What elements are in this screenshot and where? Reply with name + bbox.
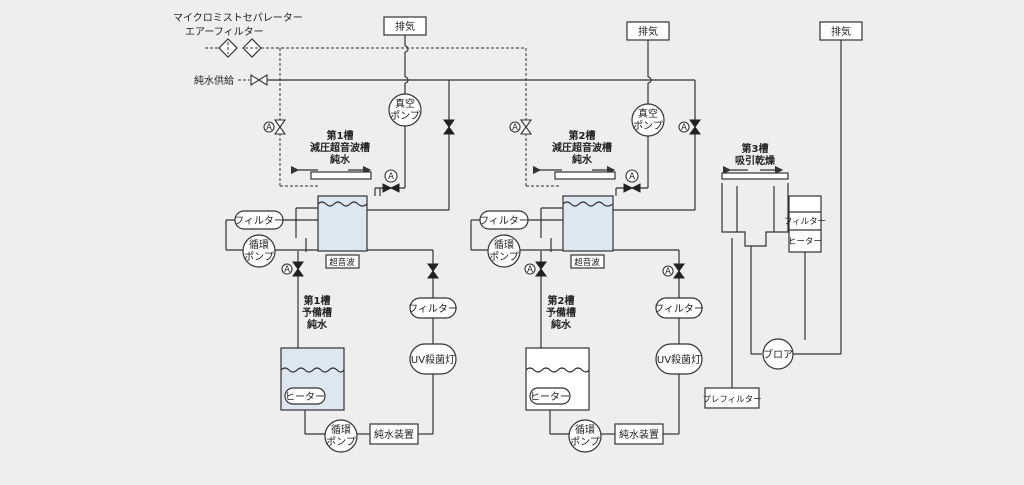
svg-text:A: A (284, 265, 290, 275)
svg-text:循環: 循環 (494, 238, 514, 251)
prep-tank2-type: 予備槽 (546, 306, 576, 319)
circ-pump-1-icon (242, 234, 276, 268)
pre-filter (704, 387, 760, 409)
svg-text:純水装置: 純水装置 (374, 428, 414, 441)
svg-text:A: A (527, 265, 533, 275)
svg-text:フィルター: フィルター (408, 303, 458, 315)
svg-text:純水装置: 純水装置 (619, 428, 659, 441)
svg-text:ヒーター: ヒーター (530, 391, 570, 403)
circ-pump-2-icon (487, 234, 521, 268)
micro-mist-separator-label: マイクロミストセパレーター (173, 12, 303, 24)
tank2-liquid: 純水 (572, 153, 593, 166)
tank1-type: 減圧超音波槽 (310, 141, 370, 154)
ultrasonic-2-label: 超音波 (574, 257, 600, 268)
gauge-1-icon (384, 169, 398, 183)
svg-text:A: A (665, 267, 671, 277)
blower-icon (762, 338, 794, 370)
return-valve-1-icon (427, 263, 439, 279)
svg-text:フィルター: フィルター (479, 215, 529, 227)
svg-text:A: A (681, 123, 687, 133)
exhaust-label-2: 排気 (638, 25, 658, 38)
tank3-vessel (721, 183, 789, 247)
svg-text:循環: 循環 (575, 423, 595, 436)
air-filter-icon (218, 38, 262, 58)
tank2-lid (554, 171, 616, 180)
heater-1 (284, 387, 326, 405)
return-valve-2-icon (673, 263, 685, 279)
air-valve-2-icon (519, 119, 533, 135)
svg-text:A: A (266, 123, 272, 133)
tank1-liquid: 純水 (330, 153, 351, 166)
drain-valve-1-icon (292, 261, 304, 277)
svg-text:ポンプ: ポンプ (244, 251, 274, 263)
prep-tank2-name: 第2槽 (548, 294, 575, 307)
tank2-type: 減圧超音波槽 (552, 141, 612, 154)
pure-water-supply-label: 純水供給 (194, 74, 234, 87)
tank3-type: 吸引乾燥 (735, 154, 776, 167)
svg-text:ポンプ: ポンプ (570, 436, 600, 448)
air-filter-label: エアーフィルター (185, 26, 264, 38)
circ-pump-1b-icon (324, 419, 358, 453)
vacuum-pump-1-label-a: 真空 (395, 97, 415, 110)
prep-tank1-type: 予備槽 (302, 306, 332, 319)
prep-tank1-liquid: 純水 (307, 318, 328, 331)
prep-tank1-name: 第1槽 (304, 294, 331, 307)
svg-text:ヒーター: ヒーター (285, 391, 325, 403)
air-valve-1-icon (273, 119, 287, 135)
pre-filter-label: プレフィルター (702, 395, 761, 405)
svg-text:UV殺菌灯: UV殺菌灯 (657, 353, 701, 366)
svg-text:A: A (629, 172, 635, 182)
vacuum-pump-1-label-b: ポンプ (390, 110, 420, 122)
svg-text:循環: 循環 (249, 238, 269, 251)
svg-text:真空: 真空 (638, 107, 658, 120)
vacuum-valve-1-icon (382, 183, 400, 193)
svg-text:循環: 循環 (331, 423, 351, 436)
dryer-filter-label: フィルター (784, 217, 826, 227)
blower-label: ブロア (763, 348, 793, 361)
svg-text:UV殺菌灯: UV殺菌灯 (411, 353, 455, 366)
tank2-name: 第2槽 (569, 129, 596, 142)
exhaust-label-1: 排気 (395, 20, 415, 33)
svg-text:フィルター: フィルター (654, 303, 704, 315)
prep-tank2-liquid: 純水 (551, 318, 572, 331)
heater-2 (529, 387, 571, 405)
vacuum-valve-2-icon (623, 183, 641, 193)
ultrasonic-1-label: 超音波 (329, 257, 355, 268)
tank1-name: 第1槽 (327, 129, 354, 142)
tank3-name: 第3槽 (742, 142, 769, 155)
tank3-lid (721, 172, 789, 180)
svg-text:A: A (512, 123, 518, 133)
supply-valve-2-icon (689, 119, 701, 135)
exhaust-label-3: 排気 (831, 25, 851, 38)
svg-text:ポンプ: ポンプ (489, 251, 519, 263)
supply-valve-icon (250, 74, 268, 86)
supply-valve-1-icon (443, 119, 455, 135)
drain-valve-2-icon (535, 261, 547, 277)
gauge-2-icon (625, 169, 639, 183)
svg-text:ポンプ: ポンプ (326, 436, 356, 448)
svg-text:フィルター: フィルター (234, 215, 284, 227)
tank1-lid (310, 171, 372, 180)
svg-text:A: A (388, 172, 394, 182)
svg-text:ポンプ: ポンプ (633, 120, 663, 132)
circ-pump-2b-icon (568, 419, 602, 453)
dryer-heater-label: ヒーター (788, 237, 822, 247)
